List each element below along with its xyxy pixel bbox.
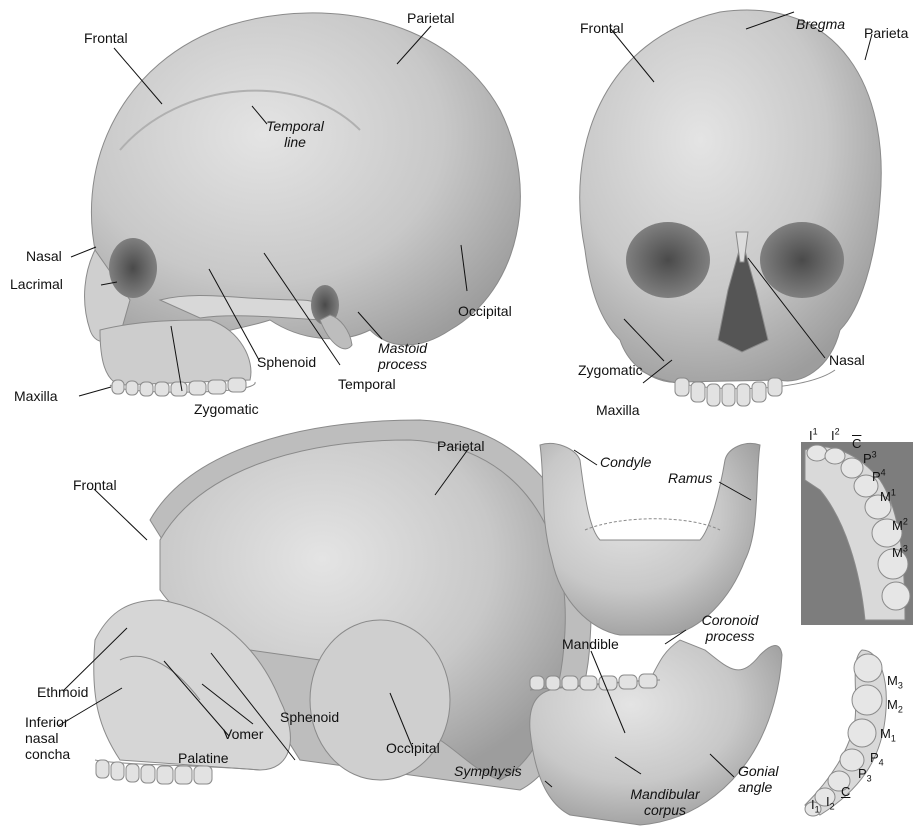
label-lateral-nasal: Nasal	[26, 248, 62, 264]
label-sagittal-inferior-nasal-concha: Inferiornasalconcha	[25, 714, 70, 762]
label-upper-M3: M3	[892, 545, 908, 561]
label-lateral-parietal: Parietal	[407, 10, 454, 26]
label-frontal-parietal: Parieta	[864, 25, 908, 41]
label-lower-M3: M3	[887, 673, 903, 689]
label-frontal-nasal: Nasal	[829, 352, 865, 368]
label-lower-P3: P3	[858, 766, 872, 782]
label-upper-C: C	[852, 436, 861, 452]
label-upper-I2: I2	[831, 428, 840, 444]
label-lateral-temporal: Temporal	[338, 376, 396, 392]
label-upper-P4: P4	[872, 469, 886, 485]
label-sagittal-vomer: Vomer	[223, 726, 263, 742]
label-ramus: Ramus	[668, 470, 712, 486]
label-upper-P3: P3	[863, 451, 877, 467]
label-upper-M1: M1	[880, 489, 896, 505]
label-upper-M2: M2	[892, 518, 908, 534]
label-sagittal-parietal: Parietal	[437, 438, 484, 454]
label-symphysis: Symphysis	[454, 763, 522, 779]
label-lateral-sphenoid: Sphenoid	[257, 354, 316, 370]
label-lateral-maxilla: Maxilla	[14, 388, 58, 404]
label-lateral-lacrimal: Lacrimal	[10, 276, 63, 292]
label-lower-I1: I1	[811, 797, 820, 813]
label-lower-M2: M2	[887, 697, 903, 713]
label-sagittal-palatine: Palatine	[178, 750, 229, 766]
label-coronoid-process: Coronoidprocess	[680, 612, 780, 644]
label-upper-I1: I1	[809, 428, 818, 444]
frontal-skull	[580, 10, 882, 406]
label-condyle: Condyle	[600, 454, 651, 470]
label-lateral-temporal-line: Temporalline	[265, 118, 325, 150]
label-lower-C: C	[841, 784, 850, 800]
label-sagittal-occipital: Occipital	[386, 740, 440, 756]
label-mandible: Mandible	[562, 636, 619, 652]
label-lateral-zygomatic: Zygomatic	[194, 401, 259, 417]
label-sagittal-sphenoid: Sphenoid	[280, 709, 339, 725]
lateral-skull	[85, 13, 521, 396]
label-sagittal-frontal: Frontal	[73, 477, 117, 493]
label-lower-M1: M1	[880, 726, 896, 742]
sagittal-skull	[94, 420, 591, 790]
label-frontal-maxilla: Maxilla	[596, 402, 640, 418]
label-frontal-frontal: Frontal	[580, 20, 624, 36]
label-frontal-bregma: Bregma	[796, 16, 845, 32]
label-lateral-occipital: Occipital	[458, 303, 512, 319]
label-gonial-angle: Gonialangle	[738, 763, 778, 795]
label-lower-I2: I2	[826, 794, 835, 810]
label-frontal-zygomatic: Zygomatic	[578, 362, 643, 378]
label-lateral-frontal: Frontal	[84, 30, 128, 46]
label-lower-P4: P4	[870, 750, 884, 766]
label-lateral-mastoid-process: Mastoidprocess	[378, 340, 427, 372]
label-mandibular-corpus: Mandibularcorpus	[605, 786, 725, 818]
label-sagittal-ethmoid: Ethmoid	[37, 684, 88, 700]
